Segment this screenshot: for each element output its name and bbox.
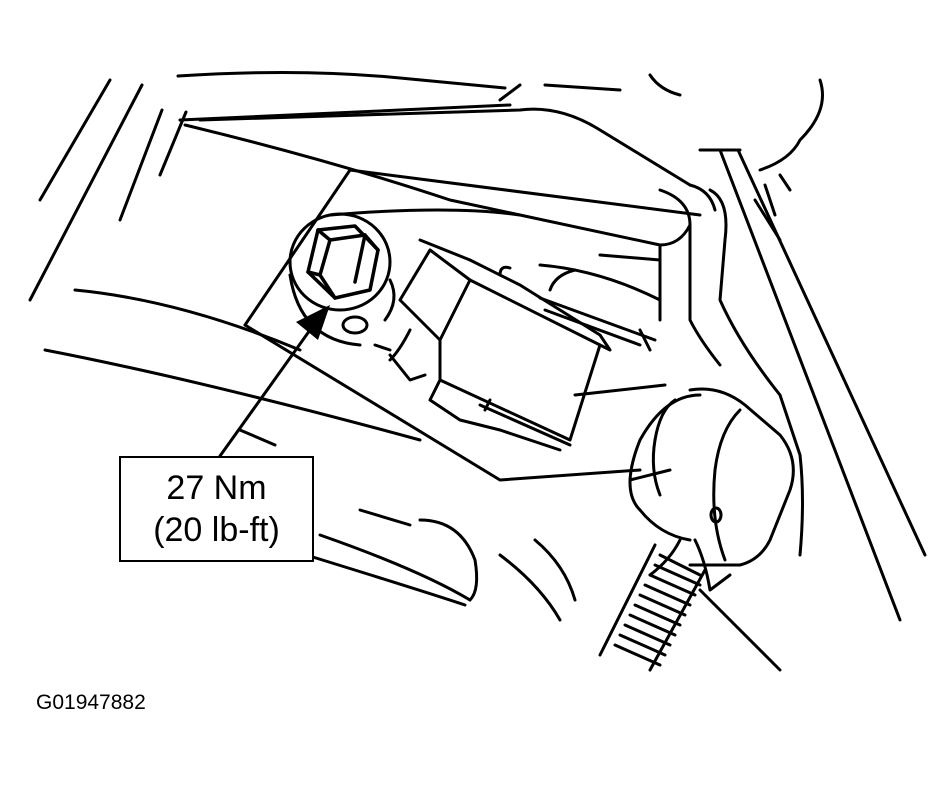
torque-imperial-label: (20 lb-ft) [153,511,280,549]
corrugated-cable [598,538,782,672]
torque-metric-label: 27 Nm [166,469,267,507]
mounting-plate [243,168,702,482]
torque-callout: 27 Nm (20 lb-ft) [119,456,314,562]
connector [628,387,795,567]
hex-bolt [306,224,380,300]
upper-bracket [176,70,927,622]
callout-leader [218,328,312,458]
callout-arrowhead [296,305,330,340]
top-right-edge [648,73,824,242]
sensor-body [373,238,612,452]
figure-id-label: G01947882 [36,691,146,714]
background-structure [28,78,577,622]
